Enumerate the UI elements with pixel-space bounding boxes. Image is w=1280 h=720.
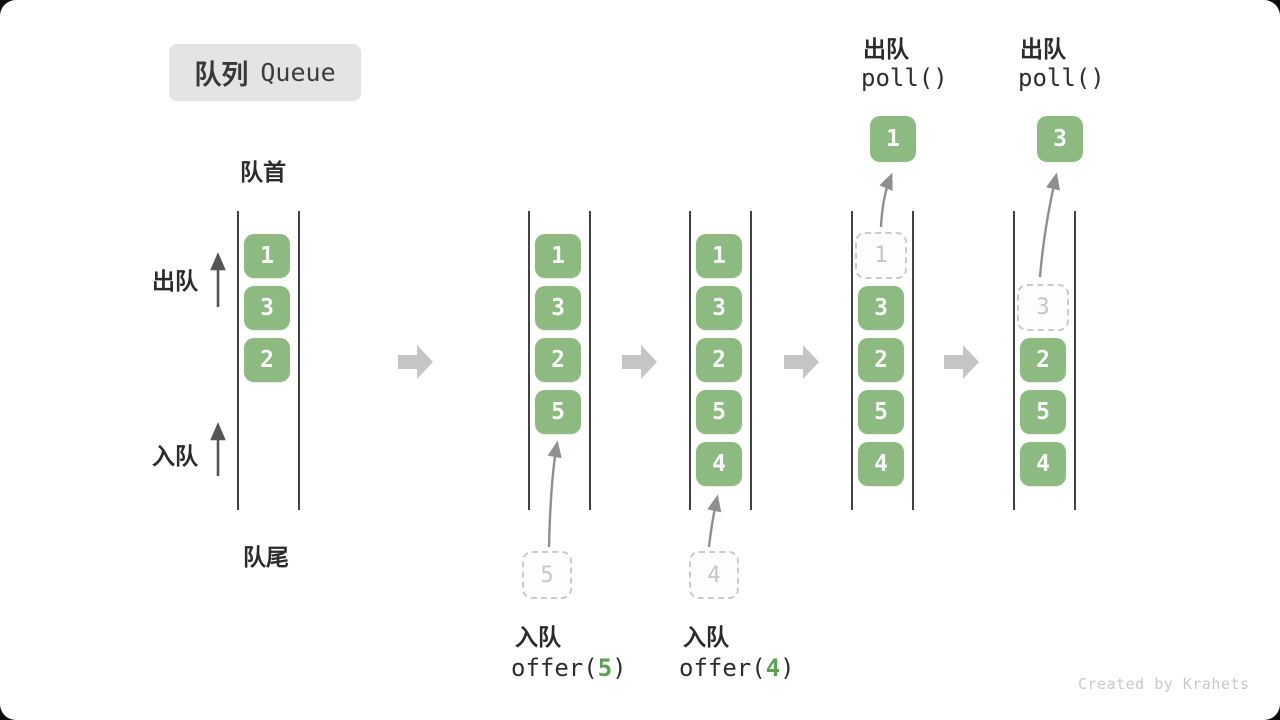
label-queue-front: 队首 — [240, 159, 286, 185]
code-arg: 5 — [597, 654, 613, 682]
queue4-left-wall — [851, 211, 853, 510]
queue-cell: 5 — [535, 390, 581, 434]
queue-cell: 1 — [244, 234, 290, 278]
queue-cell: 3 — [858, 286, 904, 330]
queue-cell: 2 — [1020, 338, 1066, 382]
label-queue-rear: 队尾 — [243, 544, 289, 570]
queue1-right-wall — [298, 211, 300, 510]
label-dequeue: 出队 — [152, 268, 198, 294]
queue5-right-wall — [1074, 211, 1076, 510]
queue4-right-wall — [912, 211, 914, 510]
op-label-dequeue: 出队 — [1020, 36, 1066, 62]
next-state-arrow-icon — [622, 345, 657, 379]
queue-cell: 4 — [1020, 442, 1066, 486]
poll3-flow-arrow-icon — [1038, 172, 1061, 278]
queue-cell: 4 — [858, 442, 904, 486]
removed-ghost-cell: 1 — [855, 232, 907, 279]
op-label-dequeue: 出队 — [863, 36, 909, 62]
queue-cell: 5 — [1020, 390, 1066, 434]
op-label-enqueue: 入队 — [515, 624, 561, 650]
queue1-left-wall — [237, 211, 239, 510]
label-enqueue: 入队 — [152, 443, 198, 469]
code-post: ) — [612, 654, 627, 682]
next-state-arrow-icon — [944, 345, 979, 379]
polled-cell: 1 — [870, 116, 916, 162]
op-label-enqueue: 入队 — [683, 624, 729, 650]
title-badge: 队列 Queue — [169, 44, 361, 101]
op-code-offer5: offer(5) — [511, 654, 627, 682]
offer4-flow-arrow-icon — [707, 494, 722, 548]
code-pre: offer( — [679, 654, 766, 682]
op-code-poll: poll() — [861, 64, 948, 92]
queue-cell: 4 — [696, 442, 742, 486]
code-pre: offer( — [511, 654, 598, 682]
queue-cell: 2 — [535, 338, 581, 382]
queue-cell: 3 — [244, 286, 290, 330]
queue-cell: 2 — [244, 338, 290, 382]
watermark-credit: Created by Krahets — [1078, 675, 1250, 693]
queue-cell: 1 — [696, 234, 742, 278]
offer5-flow-arrow-icon — [547, 440, 562, 548]
next-state-arrow-icon — [784, 345, 819, 379]
queue-cell: 1 — [535, 234, 581, 278]
queue-cell: 2 — [696, 338, 742, 382]
queue2-left-wall — [528, 211, 530, 510]
code-arg: 4 — [765, 654, 781, 682]
queue-cell: 5 — [696, 390, 742, 434]
poll1-flow-arrow-icon — [879, 172, 893, 228]
op-code-offer4: offer(4) — [679, 654, 795, 682]
removed-ghost-cell: 3 — [1017, 284, 1069, 331]
queue5-left-wall — [1013, 211, 1015, 510]
queue-cell: 3 — [535, 286, 581, 330]
op-code-poll: poll() — [1018, 64, 1105, 92]
title-en: Queue — [260, 58, 336, 87]
code-post: ) — [780, 654, 795, 682]
title-zh: 队列 — [194, 60, 249, 90]
queue-cell: 5 — [858, 390, 904, 434]
queue2-right-wall — [589, 211, 591, 510]
next-state-arrow-icon — [398, 345, 433, 379]
incoming-ghost-cell: 5 — [522, 551, 572, 599]
queue-cell: 3 — [696, 286, 742, 330]
queue3-right-wall — [750, 211, 752, 510]
polled-cell: 3 — [1037, 116, 1083, 162]
queue3-left-wall — [689, 211, 691, 510]
incoming-ghost-cell: 4 — [689, 551, 739, 599]
queue-cell: 2 — [858, 338, 904, 382]
